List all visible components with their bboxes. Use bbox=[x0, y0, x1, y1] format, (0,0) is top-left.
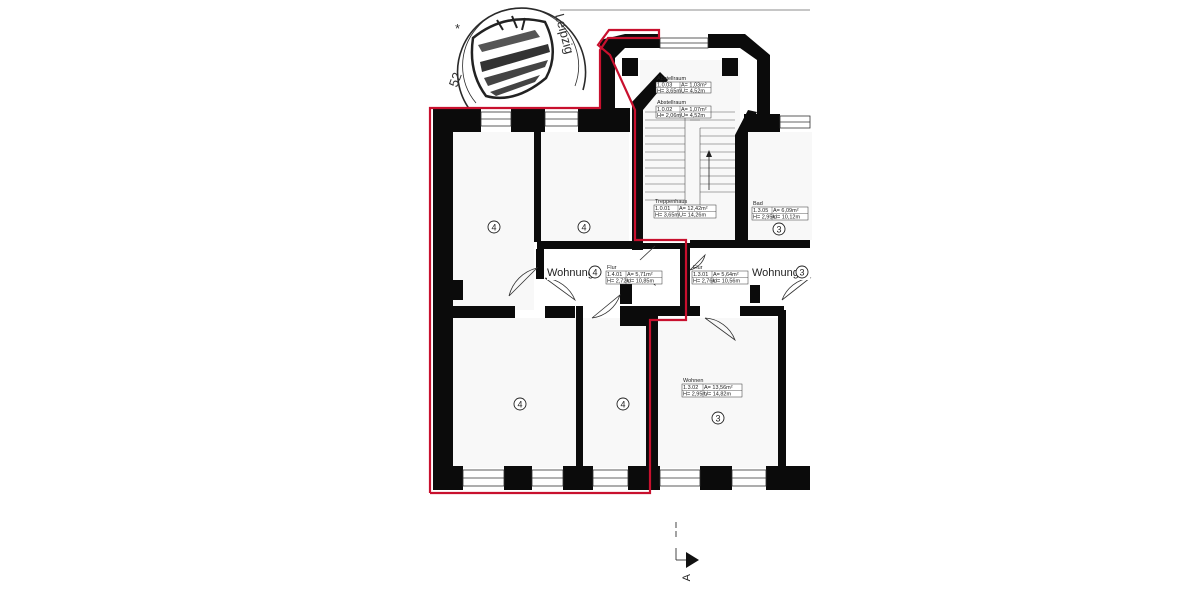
svg-text:H= 2,72m: H= 2,72m bbox=[607, 279, 631, 285]
svg-text:A= 13,56m²: A= 13,56m² bbox=[704, 385, 733, 391]
svg-text:H= 2,95m: H= 2,95m bbox=[753, 215, 777, 221]
svg-text:Flur: Flur bbox=[607, 265, 617, 271]
svg-text:U= 10,56m: U= 10,56m bbox=[713, 279, 740, 285]
svg-text:A= 12,42m²: A= 12,42m² bbox=[679, 206, 708, 212]
svg-text:U= 14,82m: U= 14,82m bbox=[704, 392, 731, 398]
apartment-label-3: Wohnung 3 bbox=[752, 264, 810, 280]
section-cut-marker: A bbox=[675, 522, 699, 581]
svg-text:4: 4 bbox=[620, 400, 625, 410]
svg-text:1.3.05: 1.3.05 bbox=[753, 208, 768, 214]
room-tag-flur-4: Flur 1.4.01 A= 5,71m² H= 2,72m U= 10,85m bbox=[605, 265, 663, 285]
svg-text:U= 4,52m: U= 4,52m bbox=[681, 113, 705, 119]
svg-text:A= 6,09m²: A= 6,09m² bbox=[773, 208, 799, 214]
svg-text:1.0.03: 1.0.03 bbox=[657, 83, 672, 89]
svg-text:Abstellraum: Abstellraum bbox=[657, 76, 686, 82]
room-tag-bad-3: Bad 1.3.05 A= 6,09m² H= 2,95m U= 10,12m bbox=[751, 201, 809, 221]
room-tag-abstellraum-lower: Abstellraum 1.0.02 A= 1,07m² H= 2,06m U=… bbox=[655, 100, 712, 119]
svg-text:1.0.02: 1.0.02 bbox=[657, 107, 672, 113]
svg-text:4: 4 bbox=[517, 400, 522, 410]
svg-text:Wohnung: Wohnung bbox=[752, 267, 799, 279]
svg-text:H= 2,95m: H= 2,95m bbox=[683, 392, 707, 398]
svg-text:H= 3,65m: H= 3,65m bbox=[655, 213, 679, 219]
official-stamp: * Leipzig 52 bbox=[446, 7, 587, 111]
stamp-number: 52 bbox=[446, 70, 465, 89]
room-fills bbox=[448, 60, 812, 468]
svg-text:Abstellraum: Abstellraum bbox=[657, 100, 686, 106]
svg-text:Wohnung: Wohnung bbox=[547, 267, 594, 279]
svg-text:3: 3 bbox=[776, 225, 781, 235]
coat-of-arms-seal bbox=[470, 15, 554, 100]
highlighted-unit-outline bbox=[428, 28, 688, 495]
svg-text:Flur: Flur bbox=[693, 265, 703, 271]
section-arrow-icon bbox=[686, 552, 699, 568]
svg-text:U= 10,85m: U= 10,85m bbox=[627, 279, 654, 285]
room-marker-4b: 4 bbox=[577, 220, 591, 234]
svg-text:1.3.02: 1.3.02 bbox=[683, 385, 698, 391]
room-marker-4a: 4 bbox=[487, 220, 501, 234]
svg-text:H= 3,65m: H= 3,65m bbox=[657, 89, 681, 95]
room-markers: 4 4 4 4 3 3 bbox=[487, 220, 786, 425]
svg-text:4: 4 bbox=[592, 268, 597, 278]
section-label: A bbox=[681, 573, 693, 581]
svg-text:1.3.01: 1.3.01 bbox=[693, 272, 708, 278]
apartment-label-4: Wohnung 4 bbox=[547, 264, 602, 280]
svg-text:U= 4,52m: U= 4,52m bbox=[681, 89, 705, 95]
svg-text:Wohnen: Wohnen bbox=[683, 378, 703, 384]
svg-text:A= 5,64m²: A= 5,64m² bbox=[713, 272, 739, 278]
room-marker-3-wohnen: 3 bbox=[711, 411, 725, 425]
room-tag-wohnen-3: Wohnen 1.3.02 A= 13,56m² H= 2,95m U= 14,… bbox=[681, 378, 743, 398]
room-tag-abstellraum-upper: Abstellraum 1.0.03 A= 1,03m² H= 3,65m U=… bbox=[655, 76, 712, 95]
svg-text:A= 1,07m²: A= 1,07m² bbox=[681, 107, 707, 113]
svg-text:Treppenhaus: Treppenhaus bbox=[655, 199, 687, 205]
staircase bbox=[645, 111, 735, 205]
svg-text:3: 3 bbox=[799, 268, 804, 278]
walls bbox=[433, 34, 810, 490]
room-tag-flur-3: Flur 1.3.01 A= 5,64m² H= 2,76m U= 10,56m bbox=[691, 265, 749, 285]
svg-text:A= 5,71m²: A= 5,71m² bbox=[627, 272, 653, 278]
room-marker-4d: 4 bbox=[616, 397, 630, 411]
svg-text:3: 3 bbox=[715, 414, 720, 424]
stamp-star: * bbox=[455, 21, 460, 36]
svg-text:A= 1,03m²: A= 1,03m² bbox=[681, 83, 707, 89]
room-tag-treppenhaus: Treppenhaus 1.0.01 A= 12,42m² H= 3,65m U… bbox=[653, 199, 717, 219]
windows bbox=[462, 37, 811, 487]
svg-text:U= 10,12m: U= 10,12m bbox=[773, 215, 800, 221]
svg-text:4: 4 bbox=[581, 223, 586, 233]
svg-text:Bad: Bad bbox=[753, 201, 763, 207]
svg-text:1.0.01: 1.0.01 bbox=[655, 206, 670, 212]
svg-text:4: 4 bbox=[491, 223, 496, 233]
svg-text:U= 14,26m: U= 14,26m bbox=[679, 213, 706, 219]
room-marker-4c: 4 bbox=[513, 397, 527, 411]
stamp-ring-inner bbox=[462, 7, 579, 104]
svg-text:H= 2,76m: H= 2,76m bbox=[693, 279, 717, 285]
room-marker-3-bad: 3 bbox=[772, 222, 786, 236]
svg-text:1.4.01: 1.4.01 bbox=[607, 272, 622, 278]
svg-text:H= 2,06m: H= 2,06m bbox=[657, 113, 681, 119]
